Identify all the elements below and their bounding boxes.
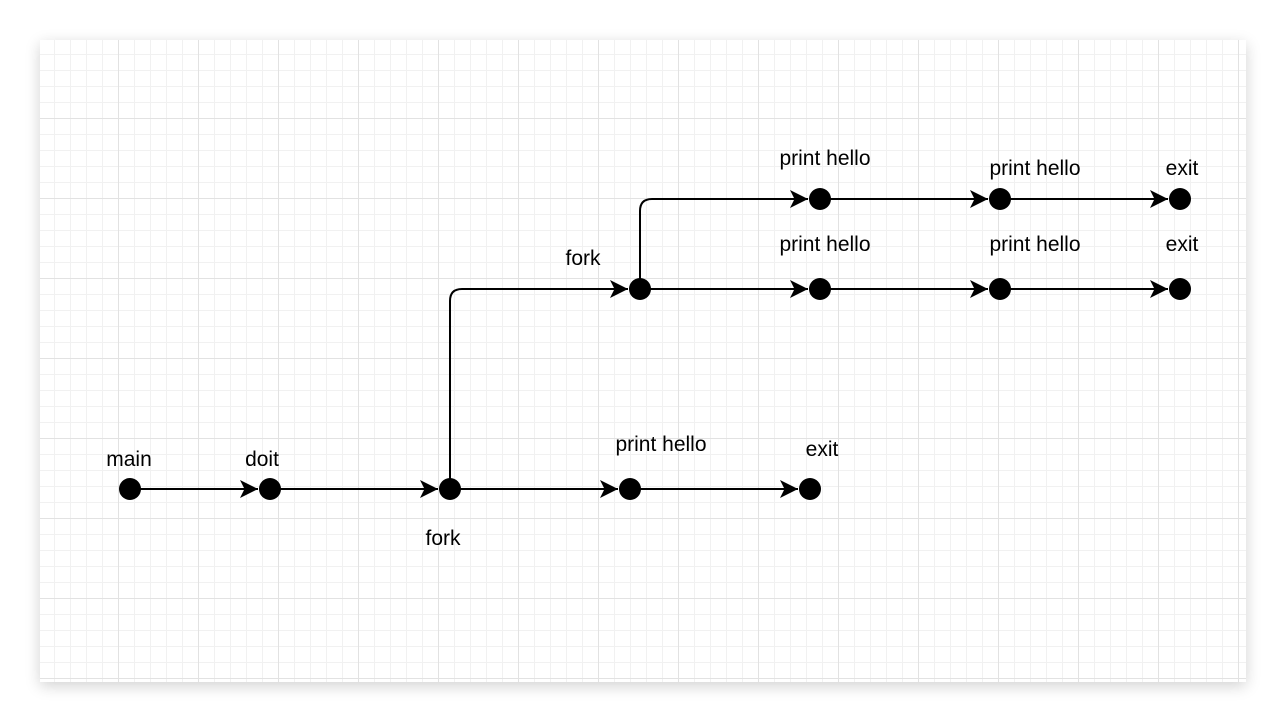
node-print-bottom <box>619 478 641 500</box>
diagram-canvas <box>40 40 1246 682</box>
label-print-mid-2: print hello <box>989 233 1080 256</box>
node-print-top-1 <box>809 188 831 210</box>
label-fork-2: fork <box>565 247 601 270</box>
node-exit-top <box>1169 188 1191 210</box>
label-print-mid-1: print hello <box>779 233 870 256</box>
node-fork-2 <box>629 278 651 300</box>
edge-fork-to-fork <box>449 280 628 489</box>
node-exit-bottom <box>799 478 821 500</box>
label-main: main <box>106 448 152 471</box>
label-fork-1: fork <box>425 527 461 550</box>
node-fork-1 <box>439 478 461 500</box>
node-doit <box>259 478 281 500</box>
label-print-top-2: print hello <box>989 157 1080 180</box>
label-print-top-1: print hello <box>779 147 870 170</box>
label-exit-mid: exit <box>1166 233 1199 256</box>
node-print-mid-2 <box>989 278 1011 300</box>
node-main <box>119 478 141 500</box>
label-doit: doit <box>245 448 279 471</box>
label-print-bottom: print hello <box>615 433 706 456</box>
node-exit-mid <box>1169 278 1191 300</box>
node-print-top-2 <box>989 188 1011 210</box>
label-exit-bottom: exit <box>806 438 839 461</box>
node-print-mid-1 <box>809 278 831 300</box>
label-exit-top: exit <box>1166 157 1199 180</box>
edge-fork-to-print-top <box>639 190 808 289</box>
